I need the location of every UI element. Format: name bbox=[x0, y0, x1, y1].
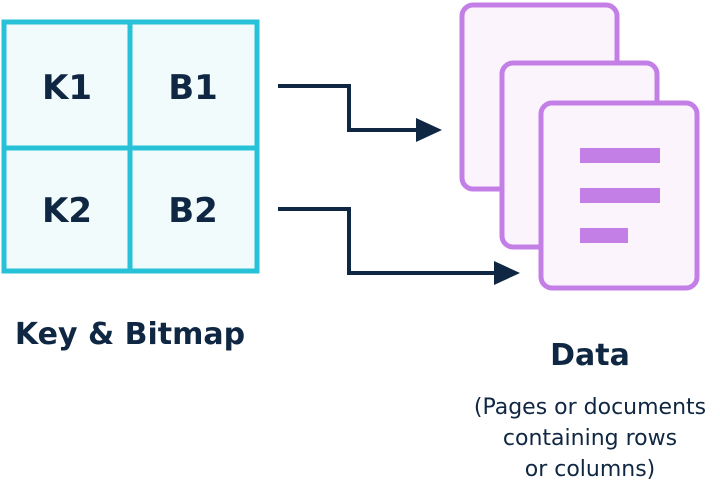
grid-label-b2: B2 bbox=[168, 191, 218, 231]
arrow-line-bottom bbox=[278, 207, 496, 275]
stacked-documents-icon bbox=[459, 2, 700, 291]
arrow-line-top bbox=[278, 84, 418, 132]
grid-cell-b2 bbox=[127, 145, 260, 274]
data-caption: Data bbox=[550, 338, 630, 373]
data-description: (Pages or documents containing rows or c… bbox=[440, 392, 720, 485]
document-line-3 bbox=[580, 228, 628, 243]
grid-cell-k2 bbox=[1, 145, 133, 274]
grid-label-k2: K2 bbox=[42, 191, 92, 231]
right-arrow-icon bbox=[278, 84, 520, 285]
data-description-line-1: (Pages or documents bbox=[473, 395, 707, 420]
document-line-1 bbox=[580, 148, 660, 163]
grid-label-k1: K1 bbox=[42, 68, 92, 108]
grid-label-b1: B1 bbox=[168, 68, 218, 108]
arrow-head-bottom bbox=[494, 261, 520, 285]
data-description-line-2: containing rows bbox=[502, 426, 678, 451]
data-description-line-3: or columns) bbox=[524, 457, 656, 482]
arrow-head-top bbox=[416, 118, 442, 142]
key-bitmap-grid: K1 B1 K2 B2 bbox=[1, 19, 260, 274]
document-line-2 bbox=[580, 188, 660, 203]
key-bitmap-caption: Key & Bitmap bbox=[14, 317, 246, 352]
